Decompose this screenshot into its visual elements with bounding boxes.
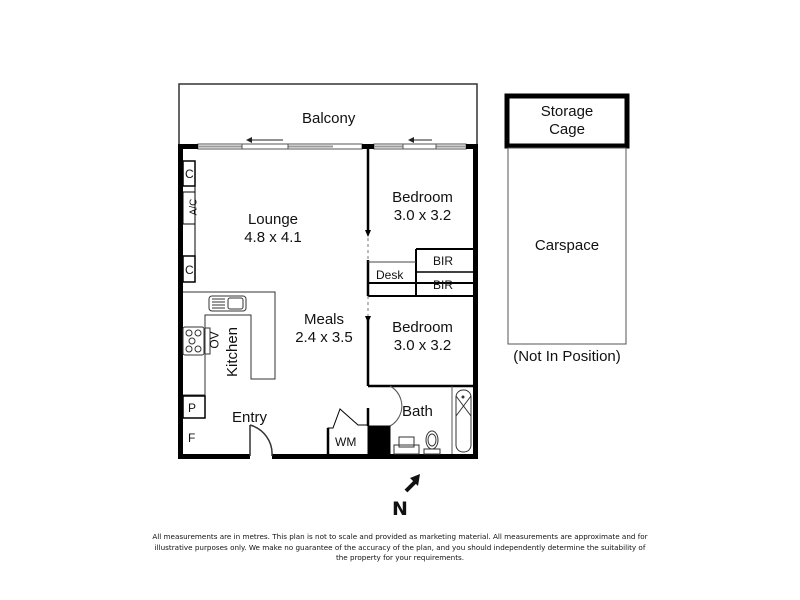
lounge-name: Lounge [247,211,299,228]
kitchen-bench [182,291,276,396]
meals-dims: 2.4 x 3.5 [295,329,353,346]
pantry-fridge [182,395,206,419]
meals-name: Meals [303,311,344,328]
bedroom1-name: Bedroom [392,189,453,206]
north-label: N [392,498,408,520]
wm-label: WM [335,435,357,449]
exterior-walls [178,144,478,459]
ac-label: A/C [188,198,200,216]
cupboard-top-label: C [185,167,194,181]
bath-fixtures [393,389,472,455]
entry-door-swing [249,424,273,457]
lounge-dims: 4.8 x 4.1 [244,229,302,246]
sliding-door-bedroom [373,137,467,150]
entry-label: Entry [232,409,268,426]
desk-label: Desk [376,268,404,282]
fridge-label: F [188,431,196,445]
storage-cage-label: Storage Cage [507,103,627,139]
bedroom1-label: Bedroom 3.0 x 3.2 [385,189,460,225]
storage-cage-line1: Storage [540,103,594,120]
laundry [326,408,391,455]
pantry-label: P [188,401,197,415]
left-wall-cupboards [182,160,196,283]
kitchen-label: Kitchen [224,326,242,378]
storage-cage-line2: Cage [549,121,585,138]
disclaimer-text: All measurements are in metres. This pla… [152,532,648,562]
bir1-label: BIR [433,254,454,268]
meals-label: Meals 2.4 x 3.5 [284,311,364,347]
bedroom2-label: Bedroom 3.0 x 3.2 [385,319,460,355]
carspace-outline [507,147,627,345]
cupboard-bottom-label: C [185,263,194,277]
bedroom2-name: Bedroom [392,319,453,336]
carspace-note: (Not In Position) [513,348,621,365]
storage-cage-outline [504,93,630,149]
balcony-label: Balcony [302,110,356,127]
bath-label: Bath [402,403,433,420]
bir2-label: BIR [433,278,454,292]
sliding-door-lounge [197,137,363,150]
interior-walls [366,149,474,454]
bedroom2-dims: 3.0 x 3.2 [393,337,452,354]
lounge-label: Lounge 4.8 x 4.1 [238,211,308,247]
carspace-label: Carspace [534,237,600,254]
oven-label: OV [207,331,222,349]
bedroom1-dims: 3.0 x 3.2 [393,207,452,224]
north-arrow-icon [404,474,420,493]
bath-door-swing [367,385,403,430]
